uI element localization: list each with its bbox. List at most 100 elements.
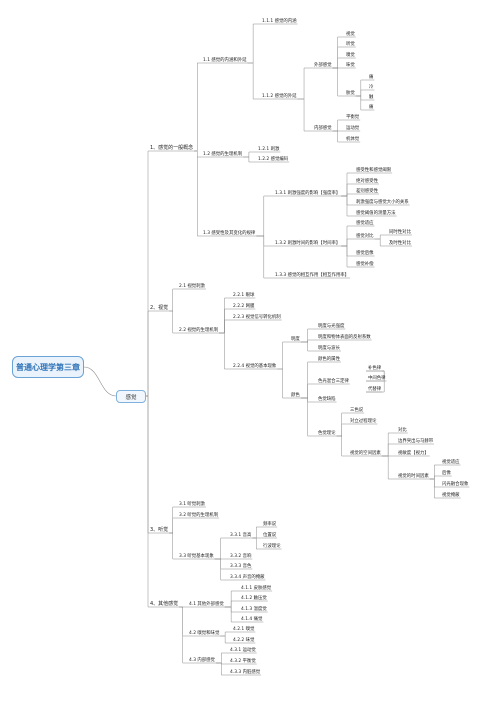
mindmap-topic[interactable]: 视觉适应 [442,460,460,465]
mindmap-topic[interactable]: 3.3.4 声音的掩蔽 [230,575,265,580]
connector [169,288,177,312]
mindmap-topic[interactable]: 4.1.4 痛觉 [241,617,263,622]
mindmap-topic[interactable]: 颜色的属性 [318,357,340,362]
mindmap-topic[interactable]: 行波理论 [263,544,281,549]
mindmap-topic[interactable]: 后像 [442,471,451,476]
mindmap-topic[interactable]: 视觉的时间因素 [398,474,429,479]
mindmap-topic[interactable]: 4.1 其他外部感觉 [189,602,224,607]
mindmap-topic[interactable]: 1.3.3 感觉的相互作用【相互作用率】 [275,273,350,278]
mindmap-topic[interactable]: 肤觉 [346,91,355,96]
mindmap-topic[interactable]: 感觉适应 [356,221,374,226]
connector [146,151,149,397]
mindmap-topic[interactable]: 感受性和感觉阈限 [356,168,392,173]
mindmap-topic[interactable]: 2.2 视觉的生理机制 [179,328,219,333]
mindmap-topic[interactable]: 三色说 [350,408,364,413]
mindmap-topic[interactable]: 色觉缺陷 [318,397,336,402]
mindmap-topic[interactable]: 1.3 感受性及其变化的规律 [203,231,256,236]
mindmap-topic[interactable]: 痛 [369,75,374,80]
mindmap-topic[interactable]: 4.1.1 皮肤感觉 [241,586,272,591]
mindmap-topic[interactable]: 色光混合三定律 [318,379,349,384]
mindmap-topic[interactable]: 频率说 [263,522,277,527]
mindmap-topic[interactable]: 4.3.1 运动觉 [230,648,256,653]
mindmap-topic[interactable]: 及时性对比 [389,241,411,246]
mindmap-topic[interactable]: 补色律 [368,366,382,371]
connector [179,606,187,637]
mindmap-topic[interactable]: 4.3 内部感觉 [189,658,215,663]
mindmap-topic[interactable]: 颜色 [291,393,300,398]
mindmap-topic[interactable]: 4.3.2 平衡觉 [230,659,256,664]
mindmap-topic[interactable]: 边界突出与马赫带 [398,439,434,444]
mindmap-topic[interactable]: 中间色律 [368,376,386,381]
connector [341,172,354,197]
connector [300,361,316,399]
mindmap-topic[interactable]: 3.2 听觉的生理机制 [179,513,219,518]
mindmap-topic[interactable]: 4.3.3 内脏感觉 [230,670,261,675]
mindmap-topic[interactable]: 明度 [291,337,300,342]
mindmap-topic[interactable]: 1、感觉的一般概念 [150,144,194,151]
mindmap-topic[interactable]: 明度与光强度 [318,324,345,329]
mindmap-topic[interactable]: 1.2.2 感觉编码 [258,157,289,162]
mindmap-topic[interactable]: 3.3 听觉基本现象 [179,554,214,559]
mindmap-topic[interactable]: 4.1.2 触压觉 [241,596,267,601]
mindmap-topic[interactable]: 1.3.1 刺激强度的影响【强度率】 [275,191,341,196]
mindmap-topic[interactable]: 外部感觉 [314,63,332,68]
mindmap-topic[interactable]: 3.3.3 音色 [230,564,252,569]
mindmap-topic[interactable]: 4.2 嗅觉和味觉 [189,631,220,636]
mindmap-topic[interactable]: 内部感觉 [314,126,332,131]
mindmap-topic[interactable]: 视觉掩蔽 [442,493,460,498]
mindmap-topic[interactable]: 2.2.3 视觉信号转化机制 [233,315,281,320]
mindmap-topic[interactable]: 平衡觉 [346,115,360,120]
mindmap-topic[interactable]: 3.3.2 音响 [230,554,252,559]
mindmap-topic[interactable]: 明度和物体表面的反射系数 [318,335,371,340]
mindmap-topic[interactable]: 1.1.1 感觉的内涵 [262,19,297,24]
central-topic[interactable]: 感觉 [116,390,146,403]
mindmap-topic[interactable]: 2.2.4 视觉的基本现象 [233,364,277,369]
mindmap-topic[interactable]: 4.2.1 嗅觉 [233,627,255,632]
mindmap-topic[interactable]: 代替律 [368,387,382,392]
mindmap-topic[interactable]: 3.1 听觉刺激 [179,502,205,507]
mindmap-topic[interactable]: 4、其他感觉 [150,600,179,607]
mindmap-topic[interactable]: 感觉补偿 [356,262,374,267]
mindmap-topic[interactable]: 运动觉 [346,126,360,131]
mindmap-topic[interactable]: 嗅觉 [346,53,355,58]
mindmap-topic[interactable]: 闪光融合现象 [442,482,469,487]
mindmap-topic[interactable]: 痛 [369,105,374,110]
mindmap-topic[interactable]: 机体觉 [346,137,360,142]
mindmap-topic[interactable]: 触 [369,95,374,100]
mindmap-topic[interactable]: 2.2.1 眼球 [233,293,255,298]
mindmap-topic[interactable]: 同时性对比 [389,230,411,235]
mindmap-topic[interactable]: 冷 [369,85,374,90]
connector [297,98,312,132]
mindmap-topic[interactable]: 色觉理论 [318,431,336,436]
mindmap-topic[interactable]: 明度与波长 [318,346,340,351]
mindmap-topic[interactable]: 位置说 [263,533,277,538]
mindmap-topic[interactable]: 1.1 感觉的内涵和外延 [203,58,247,63]
mindmap-topic[interactable]: 3.3.1 音高 [230,533,252,538]
mindmap-topic[interactable]: 2.1 视觉刺激 [179,284,205,289]
connector [224,606,239,623]
mindmap-topic[interactable]: 对比 [398,428,407,433]
mindmap-topic[interactable]: 1.2.1 刺激 [258,147,280,152]
mindmap-topic[interactable]: 感觉后像 [356,251,374,256]
mindmap-topic[interactable]: 味觉 [346,63,355,68]
mindmap-topic[interactable]: 对立过程理论 [350,419,377,424]
mindmap-topic[interactable]: 差别感受性 [356,189,378,194]
mindmap-topic[interactable]: 视觉 [346,32,355,37]
mindmap-topic[interactable]: 2.2.2 网膜 [233,304,255,309]
mindmap-topic[interactable]: 绝对感受性 [356,179,378,184]
mindmap-topic[interactable]: 2、视觉 [150,304,169,311]
mindmap-topic[interactable]: 1.2 感觉的生理机制 [203,152,243,157]
mindmap-topic[interactable]: 3、听觉 [150,526,169,533]
mindmap-topic[interactable]: 4.2.2 味觉 [233,638,255,643]
connector [214,537,228,560]
mindmap-topic[interactable]: 1.1.2 感觉的外延 [262,94,297,99]
mindmap-topic[interactable]: 视觉的空间因素 [350,451,381,456]
mindmap-topic[interactable]: 听觉 [346,42,355,47]
mindmap-topic[interactable]: 视敏度【视力】 [398,451,429,456]
mindmap-topic[interactable]: 1.3.2 刺激时间的影响【时间率】 [275,241,341,246]
mindmap-topic[interactable]: 刺激强度与感觉大小的关系 [356,200,409,205]
mindmap-topic[interactable]: 感觉阈值的测量方法 [356,211,396,216]
mindmap-topic[interactable]: 感觉对比 [356,234,374,239]
root-topic[interactable]: 普通心理学第三章 [12,356,84,378]
mindmap-topic[interactable]: 4.1.3 温度觉 [241,607,267,612]
